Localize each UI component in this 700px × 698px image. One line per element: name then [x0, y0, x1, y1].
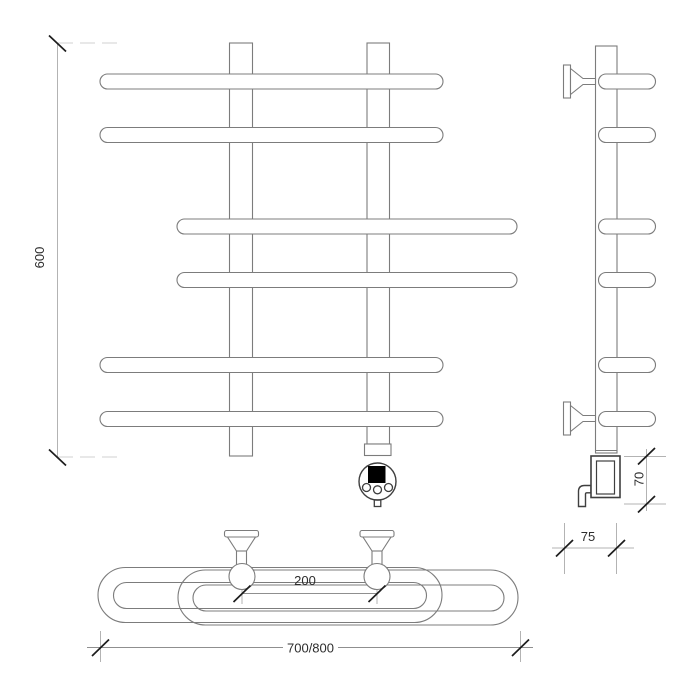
- post-section-right: [363, 562, 391, 591]
- front-view: 600: [32, 34, 518, 508]
- wall-bracket-plan-left: [223, 529, 260, 566]
- side-view: 70 75: [552, 45, 666, 574]
- dim-label-wall-distance: 75: [581, 529, 595, 544]
- control-display: [368, 466, 386, 483]
- bracket-arm: [569, 404, 597, 433]
- dim-label-height: 600: [32, 247, 47, 269]
- wall-bracket-bottom: [562, 401, 597, 436]
- dim-heater-height: 70: [624, 447, 666, 514]
- dim-overall-height: 600: [32, 34, 120, 467]
- dim-tick: [48, 34, 67, 53]
- bracket-wall-plate: [562, 64, 572, 99]
- towel-bar-end: [597, 73, 657, 90]
- vertical-post-right: [366, 42, 391, 445]
- pipe-elbow: [577, 484, 592, 508]
- housing-outer: [590, 455, 621, 499]
- wall-bracket-plan-right: [359, 529, 395, 566]
- control-button: [372, 485, 383, 495]
- rail-loop-outer-front: [97, 566, 443, 624]
- dim-post-spacing: 200: [232, 573, 387, 604]
- vertical-post-side: [594, 45, 618, 454]
- dim-tick: [232, 584, 252, 603]
- bracket-funnel: [226, 536, 257, 552]
- rail-loop-inner-front: [112, 581, 428, 610]
- control-button: [383, 482, 394, 493]
- dim-wall-distance: 75: [552, 523, 634, 574]
- bracket-wall-plate: [359, 529, 395, 538]
- dim-tick: [91, 638, 110, 657]
- post-section-left: [228, 562, 256, 591]
- control-cable-stub: [373, 499, 382, 508]
- bracket-stem: [235, 550, 248, 566]
- dim-tick: [637, 495, 656, 514]
- dim-tick: [555, 539, 574, 558]
- dim-overall-width: 700/800: [87, 631, 533, 662]
- heating-element-housing: [590, 455, 621, 499]
- bracket-wall-plate: [562, 401, 572, 436]
- towel-bar: [99, 73, 444, 90]
- housing-inner: [595, 460, 616, 495]
- top-view: 200 700/800: [87, 529, 533, 662]
- towel-bar: [99, 126, 444, 144]
- heating-element-control: [358, 443, 397, 508]
- towel-bar-end: [597, 126, 657, 144]
- rail-loop-outer-offset: [177, 569, 519, 626]
- towel-bar-end: [597, 356, 657, 374]
- bracket-stem: [371, 550, 383, 566]
- dim-label-heater-height: 70: [632, 472, 647, 486]
- bracket-wall-plate: [223, 529, 260, 538]
- towel-bar: [99, 410, 444, 428]
- dim-label-post-spacing: 200: [294, 573, 316, 588]
- rail-loop-inner-offset: [192, 584, 505, 612]
- bracket-arm: [569, 67, 597, 96]
- control-button: [361, 482, 372, 493]
- towel-bar-end: [597, 271, 657, 289]
- dim-tick: [637, 447, 656, 466]
- bracket-funnel: [361, 536, 393, 552]
- wall-bracket-top: [562, 64, 597, 99]
- vertical-post-left: [228, 42, 254, 457]
- towel-bar: [99, 356, 444, 374]
- dim-tick: [511, 638, 530, 657]
- dim-label-width: 700/800: [287, 641, 334, 656]
- towel-bar: [176, 218, 518, 235]
- towel-bar-end: [597, 218, 657, 235]
- towel-bar-end: [597, 410, 657, 428]
- dim-tick: [367, 584, 387, 603]
- towel-bar: [176, 271, 518, 289]
- dim-tick: [607, 539, 626, 558]
- control-collar: [363, 443, 392, 457]
- dim-tick: [48, 448, 67, 467]
